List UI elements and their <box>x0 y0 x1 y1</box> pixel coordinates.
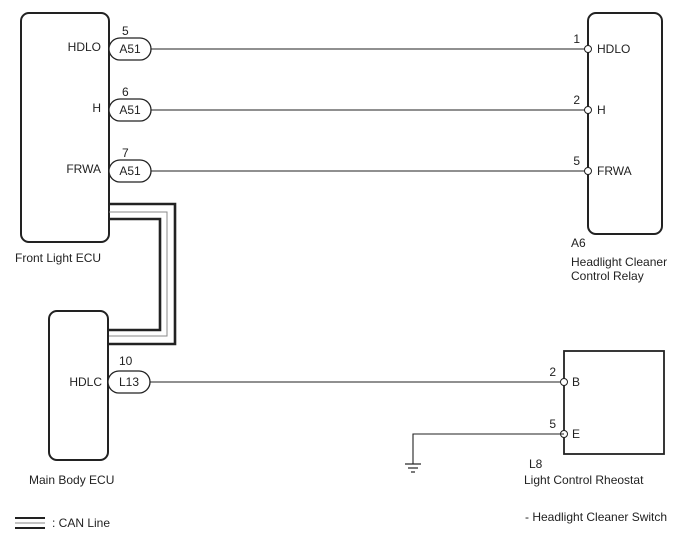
relay-pin-hdlo <box>584 45 592 53</box>
can-line-legend-label: : CAN Line <box>52 516 110 530</box>
rheostat-box <box>563 350 665 455</box>
ground-icon <box>405 433 564 473</box>
can-line-bus <box>109 202 177 346</box>
rheostat-code: L8 <box>529 457 543 471</box>
front-light-ecu-box <box>20 12 110 243</box>
can-line-legend-icon <box>15 517 45 529</box>
front-light-ecu-terminal-h: H <box>92 101 101 115</box>
connector-l13-label: L13 <box>119 375 139 389</box>
headlight-cleaner-switch-note: - Headlight Cleaner Switch <box>525 510 667 524</box>
rheostat-pin-b <box>560 378 568 386</box>
main-body-ecu-terminal-hdlc: HDLC <box>69 375 102 389</box>
relay-box <box>587 12 663 235</box>
rheostat-terminal-b: B <box>572 375 580 389</box>
relay-pin-frwa <box>584 167 592 175</box>
relay-pin-number-5: 5 <box>573 154 580 168</box>
relay-code: A6 <box>571 236 586 250</box>
front-light-ecu-terminal-frwa: FRWA <box>66 162 101 176</box>
rheostat-pin-number-2: 2 <box>549 365 556 379</box>
pin-number-7: 7 <box>122 146 129 160</box>
relay-terminal-hdlo: HDLO <box>597 42 630 56</box>
relay-pin-number-2: 2 <box>573 93 580 107</box>
relay-pin-h <box>584 106 592 114</box>
front-light-ecu-terminal-hdlo: HDLO <box>68 40 101 54</box>
main-body-ecu-label: Main Body ECU <box>29 473 114 487</box>
front-light-ecu-label: Front Light ECU <box>15 251 101 265</box>
relay-terminal-frwa: FRWA <box>597 164 632 178</box>
connector-a51-label: A51 <box>119 42 141 56</box>
pin-number-10: 10 <box>119 354 133 368</box>
pin-number-6: 6 <box>122 85 129 99</box>
connector-a51-label: A51 <box>119 164 141 178</box>
rheostat-terminal-e: E <box>572 427 580 441</box>
rheostat-pin-number-5: 5 <box>549 417 556 431</box>
pin-number-5: 5 <box>122 24 129 38</box>
relay-terminal-h: H <box>597 103 606 117</box>
relay-name-line1: Headlight Cleaner <box>571 255 667 269</box>
relay-pin-number-1: 1 <box>573 32 580 46</box>
rheostat-name: Light Control Rheostat <box>524 473 644 487</box>
relay-name-line2: Control Relay <box>571 269 644 283</box>
connector-a51-label: A51 <box>119 103 141 117</box>
